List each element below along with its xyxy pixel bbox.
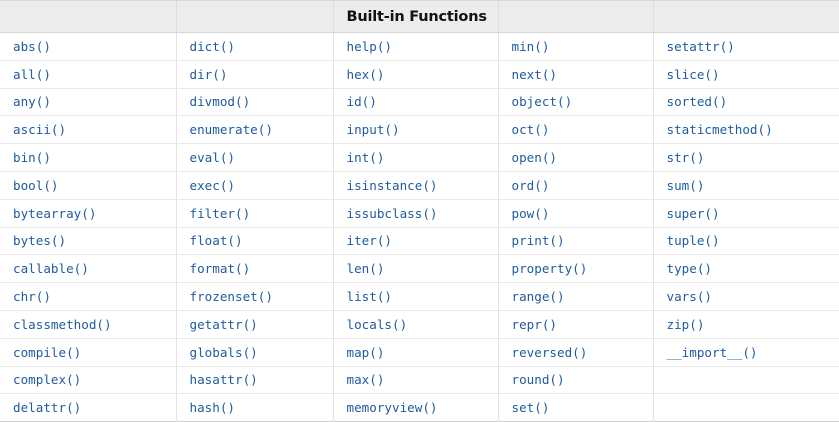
function-name-cell[interactable]: bool()	[0, 171, 177, 200]
function-name-cell[interactable]: list()	[333, 282, 499, 311]
function-name-cell[interactable]: pow()	[498, 199, 654, 228]
function-name-cell[interactable]: setattr()	[653, 32, 839, 61]
table-row: bytes()float()iter()print()tuple()	[0, 227, 839, 256]
function-name-cell[interactable]: vars()	[653, 282, 839, 311]
function-name-cell[interactable]: divmod()	[176, 88, 334, 117]
function-name-cell[interactable]: map()	[333, 338, 499, 367]
table-row: ascii()enumerate()input()oct()staticmeth…	[0, 115, 839, 145]
table-cell-empty	[653, 393, 839, 422]
function-name-cell[interactable]: max()	[333, 366, 499, 395]
function-name-cell[interactable]: sorted()	[653, 88, 839, 117]
function-name-cell[interactable]: memoryview()	[333, 393, 499, 422]
function-name-cell[interactable]: tuple()	[653, 227, 839, 256]
function-name-cell[interactable]: repr()	[498, 310, 654, 339]
function-name-cell[interactable]: object()	[498, 88, 654, 117]
function-name-cell[interactable]: open()	[498, 143, 654, 172]
table-header-cell-1	[0, 0, 177, 33]
table-row: any()divmod()id()object()sorted()	[0, 88, 839, 117]
function-name-cell[interactable]: ord()	[498, 171, 654, 200]
function-name-cell[interactable]: iter()	[333, 227, 499, 256]
table-row: bin()eval()int()open()str()	[0, 143, 839, 172]
table-header-row: Built-in Functions	[0, 0, 839, 33]
function-name-cell[interactable]: locals()	[333, 310, 499, 339]
function-name-cell[interactable]: id()	[333, 88, 499, 117]
function-name-cell[interactable]: __import__()	[653, 338, 839, 367]
function-name-cell[interactable]: type()	[653, 254, 839, 284]
table-title: Built-in Functions	[333, 0, 499, 33]
function-name-cell[interactable]: zip()	[653, 310, 839, 339]
function-name-cell[interactable]: bytearray()	[0, 199, 177, 228]
function-name-cell[interactable]: exec()	[176, 171, 334, 200]
function-name-cell[interactable]: dir()	[176, 60, 334, 89]
function-name-cell[interactable]: reversed()	[498, 338, 654, 367]
function-name-cell[interactable]: getattr()	[176, 310, 334, 339]
function-name-cell[interactable]: hasattr()	[176, 366, 334, 395]
function-name-cell[interactable]: complex()	[0, 366, 177, 395]
table-row: all()dir()hex()next()slice()	[0, 60, 839, 89]
function-name-cell[interactable]: any()	[0, 88, 177, 117]
function-name-cell[interactable]: round()	[498, 366, 654, 395]
function-name-cell[interactable]: staticmethod()	[653, 115, 839, 145]
table-row: bool()exec()isinstance()ord()sum()	[0, 171, 839, 200]
function-name-cell[interactable]: hex()	[333, 60, 499, 89]
function-name-cell[interactable]: callable()	[0, 254, 177, 284]
function-name-cell[interactable]: min()	[498, 32, 654, 61]
table-row: compile()globals()map()reversed()__impor…	[0, 338, 839, 367]
function-name-cell[interactable]: set()	[498, 393, 654, 422]
function-name-cell[interactable]: isinstance()	[333, 171, 499, 200]
function-name-cell[interactable]: delattr()	[0, 393, 177, 422]
table-cell-empty	[653, 366, 839, 395]
table-body: abs()dict()help()min()setattr()all()dir(…	[0, 32, 839, 422]
function-name-cell[interactable]: float()	[176, 227, 334, 256]
function-name-cell[interactable]: filter()	[176, 199, 334, 228]
function-name-cell[interactable]: len()	[333, 254, 499, 284]
function-name-cell[interactable]: dict()	[176, 32, 334, 61]
function-name-cell[interactable]: input()	[333, 115, 499, 145]
table-row: classmethod()getattr()locals()repr()zip(…	[0, 310, 839, 339]
function-name-cell[interactable]: all()	[0, 60, 177, 89]
function-name-cell[interactable]: next()	[498, 60, 654, 89]
function-name-cell[interactable]: property()	[498, 254, 654, 284]
table-row: chr()frozenset()list()range()vars()	[0, 282, 839, 311]
function-name-cell[interactable]: print()	[498, 227, 654, 256]
table-row: bytearray()filter()issubclass()pow()supe…	[0, 199, 839, 228]
function-name-cell[interactable]: help()	[333, 32, 499, 61]
function-name-cell[interactable]: compile()	[0, 338, 177, 367]
function-name-cell[interactable]: bytes()	[0, 227, 177, 256]
function-name-cell[interactable]: range()	[498, 282, 654, 311]
function-name-cell[interactable]: oct()	[498, 115, 654, 145]
function-name-cell[interactable]: eval()	[176, 143, 334, 172]
function-name-cell[interactable]: abs()	[0, 32, 177, 61]
function-name-cell[interactable]: str()	[653, 143, 839, 172]
function-name-cell[interactable]: frozenset()	[176, 282, 334, 311]
function-name-cell[interactable]: ascii()	[0, 115, 177, 145]
function-name-cell[interactable]: hash()	[176, 393, 334, 422]
table-header-cell-2	[176, 0, 334, 33]
function-name-cell[interactable]: format()	[176, 254, 334, 284]
function-name-cell[interactable]: bin()	[0, 143, 177, 172]
function-name-cell[interactable]: int()	[333, 143, 499, 172]
function-name-cell[interactable]: classmethod()	[0, 310, 177, 339]
function-name-cell[interactable]: sum()	[653, 171, 839, 200]
table-header: Built-in Functions	[0, 0, 839, 33]
table-row: abs()dict()help()min()setattr()	[0, 32, 839, 61]
function-name-cell[interactable]: issubclass()	[333, 199, 499, 228]
table-row: delattr()hash()memoryview()set()	[0, 393, 839, 422]
function-name-cell[interactable]: slice()	[653, 60, 839, 89]
table-row: callable()format()len()property()type()	[0, 254, 839, 284]
function-name-cell[interactable]: globals()	[176, 338, 334, 367]
function-name-cell[interactable]: enumerate()	[176, 115, 334, 145]
table-row: complex()hasattr()max()round()	[0, 366, 839, 395]
function-name-cell[interactable]: chr()	[0, 282, 177, 311]
table-header-cell-5	[653, 0, 839, 33]
function-name-cell[interactable]: super()	[653, 199, 839, 228]
table-header-cell-4	[498, 0, 654, 33]
